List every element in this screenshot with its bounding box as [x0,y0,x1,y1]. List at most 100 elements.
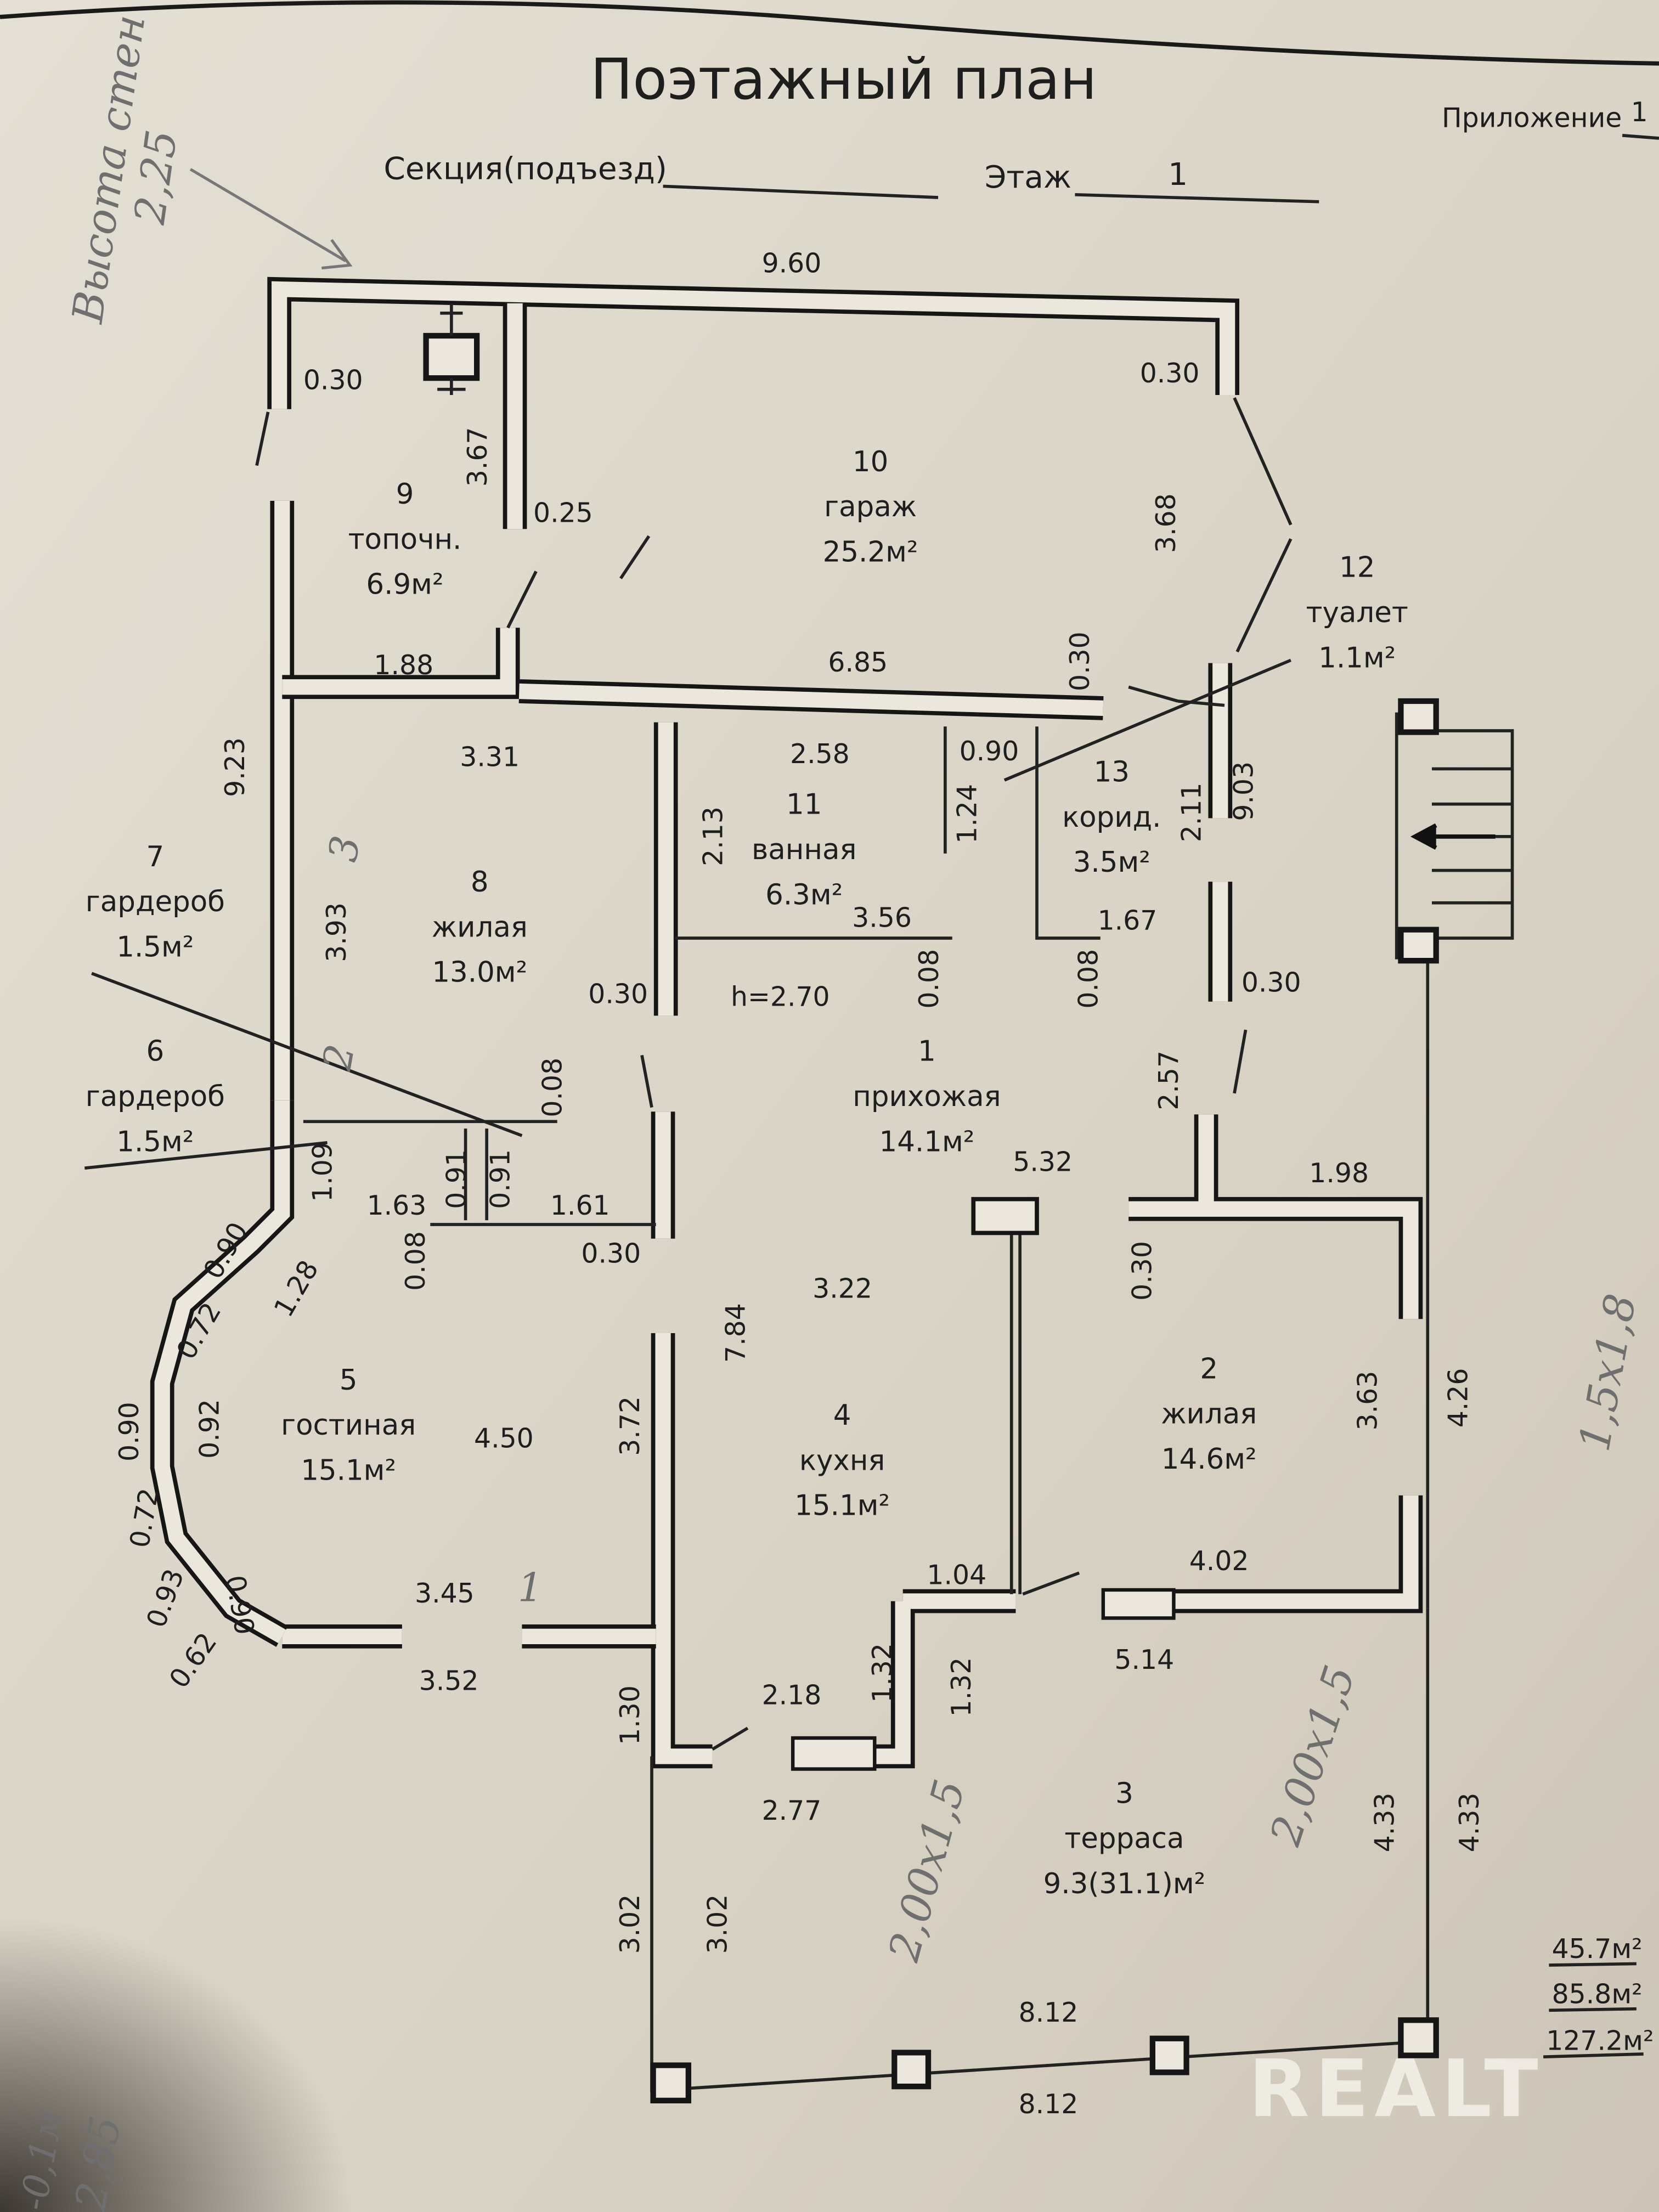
dimension-label: 4.33 [1369,1793,1401,1853]
dimension-label: 9.23 [219,737,251,797]
room-num: 5 [340,1364,358,1397]
dimension-label: 2.11 [1176,782,1207,842]
dimension-label: 1.04 [927,1560,986,1591]
dimension-label: 1.88 [374,650,433,681]
dimension-label: 1.09 [307,1142,338,1202]
dimension-label: 2.57 [1153,1051,1184,1110]
realt-watermark: REALT [1249,2042,1544,2135]
dimension-label: 0.30 [1064,631,1096,691]
room-area: 15.1м² [794,1489,890,1522]
dimension-label: 0.92 [194,1399,225,1459]
page-title: Поэтажный план [590,47,1097,112]
dimension-label: 1.24 [951,784,983,844]
dimension-label: 0.90 [114,1402,145,1462]
room-area: 14.1м² [879,1125,974,1158]
dimension-label: 1.30 [614,1685,646,1745]
dimension-label: 2.13 [698,806,729,866]
dimension-label: 1.32 [946,1657,977,1717]
wall-segment [282,628,1104,716]
dimension-label: 1.98 [1309,1158,1369,1189]
dimension-label: 3.02 [614,1894,646,1954]
dimension-label: 0.30 [581,1238,641,1269]
dimension-label: 1.67 [1098,905,1158,936]
room-num: 13 [1094,756,1130,789]
floor-label: Этаж [985,159,1071,195]
dimension-label: 3.67 [462,427,493,487]
room-area: 1.1м² [1318,641,1396,674]
dimension-label: 4.33 [1454,1793,1485,1853]
dimension-label: 3.93 [321,902,352,962]
stairs-arrow-icon [1410,823,1496,850]
room-area: 15.1м² [301,1454,396,1487]
appendix-label: Приложение [1442,102,1622,133]
room-name: ванная [752,833,856,866]
room-area: 13.0м² [432,956,527,989]
dimension-label: 7.84 [720,1303,752,1363]
dimension-label: 1.63 [367,1190,427,1221]
room-name: топочн. [348,523,462,556]
section-field [663,184,939,199]
room-name: кухня [799,1444,885,1477]
room-area: 1.5м² [116,930,194,963]
dimension-label: 9.60 [762,247,822,279]
room-name: прихожая [853,1080,1001,1113]
dimension-label: 8.12 [1019,2089,1079,2120]
dimension-label: 5.14 [1114,1644,1174,1675]
dimension-label: 3.02 [702,1894,733,1954]
wall-segment [154,1100,290,1644]
dimension-label: 3.68 [1150,493,1182,553]
room-num: 10 [853,445,888,478]
dimension-labels: 9.60 0.30 0.30 3.67 0.25 3.68 1.88 6.85 0.30 9.23… [114,247,1485,2120]
dimension-label: 3.45 [415,1578,475,1609]
room-name: корид. [1062,801,1161,834]
wall-segment [874,1593,1016,1764]
room-name: жилая [1161,1398,1257,1431]
walls [150,276,1423,1769]
dimension-label: 3.63 [1352,1371,1384,1431]
dimension-label: 2.77 [762,1795,822,1826]
dimension-label: 0.30 [588,978,648,1009]
partition-walls [303,726,1101,1226]
room-name: жилая [432,911,528,944]
dimension-label: 3.56 [852,902,912,933]
appendix-field [1622,134,1659,140]
dimension-label: 0.30 [1126,1241,1158,1301]
area-totals: 45.7м² 85.8м² 127.2м² [1543,1933,1654,2058]
dimension-label: 0.08 [1073,949,1104,1009]
room-num: 7 [146,840,164,873]
floor-value: 1 [1168,156,1188,193]
room-name: гостиная [281,1409,416,1442]
room-area: 1.5м² [116,1125,194,1158]
dimension-label: 8.12 [1019,1997,1079,2028]
plan-lines [84,303,1514,2103]
dimension-label: 0.08 [537,1058,568,1118]
wall-segment [1128,1114,1419,1609]
dimension-label: 3.22 [812,1273,872,1305]
room-name: гардероб [86,1080,225,1113]
room-area: 14.6м² [1161,1443,1257,1476]
dimension-label: 4.50 [474,1423,534,1454]
dimension-label: 1.61 [550,1190,610,1221]
hand-mark-1: 1 [518,1565,543,1611]
dimension-label: 5.32 [1013,1146,1073,1177]
dimension-label: 3.52 [419,1666,479,1697]
room-num: 3 [1115,1777,1133,1810]
dimension-label: 3.31 [460,741,520,772]
dimension-label: 2.58 [790,738,850,770]
dimension-label: 4.26 [1442,1368,1474,1428]
dimension-label: 0.25 [533,497,593,528]
page-edge [0,0,1659,66]
room-name: туалет [1306,596,1408,629]
room-name: терраса [1064,1822,1184,1855]
room-area: 9.3(31.1)м² [1043,1867,1206,1900]
dimension-label: 0.30 [1242,967,1301,998]
total-auxiliary-area: 85.8м² [1552,1978,1643,2010]
room-area: 25.2м² [823,535,918,568]
total-area: 127.2м² [1546,2025,1654,2056]
dimension-label: 0.08 [400,1231,431,1291]
room-num: 1 [918,1035,936,1068]
room-num: 11 [786,788,822,821]
room-num: 12 [1339,551,1375,584]
dimension-label: 6.85 [828,647,888,678]
